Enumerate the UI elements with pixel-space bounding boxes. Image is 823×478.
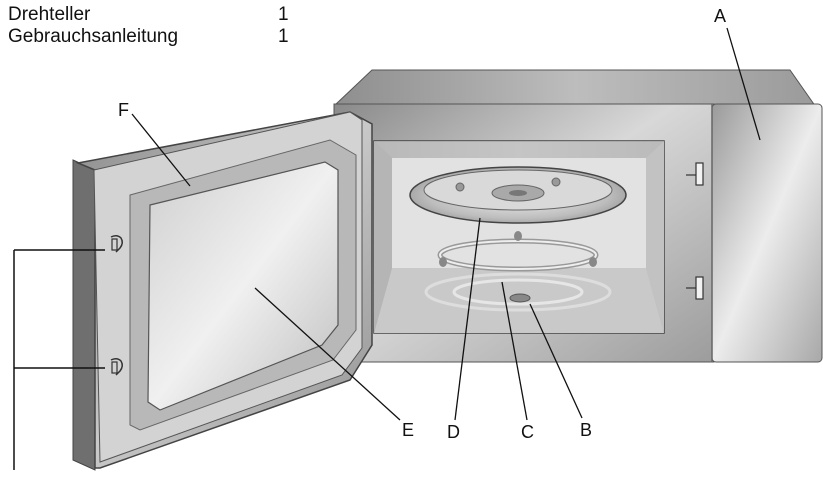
part-qty: 1 [278, 26, 289, 47]
door-window [147, 161, 339, 411]
callout-e: E [402, 420, 414, 440]
door-hook-upper [110, 234, 124, 253]
callout-a: A [714, 6, 726, 26]
parts-list-row: Gebrauchsanleitung 1 [8, 26, 308, 48]
latch-hole-upper [695, 162, 704, 186]
leader-b [529, 303, 583, 419]
leader-f [131, 113, 191, 187]
drive-coupler [509, 293, 531, 303]
callout-f: F [118, 100, 129, 120]
leader-c [501, 281, 528, 421]
parts-list-row: Drehteller 1 [8, 4, 308, 26]
leader-d [454, 217, 481, 421]
control-panel [711, 103, 823, 363]
door [72, 159, 96, 471]
part-name: Drehteller [8, 4, 91, 25]
part-qty: 1 [278, 4, 289, 25]
callout-c: C [521, 422, 534, 442]
callout-b: B [580, 420, 592, 440]
door-hook-lower [110, 357, 124, 376]
latch-hole-lower [695, 276, 704, 300]
part-name: Gebrauchsanleitung [8, 26, 179, 47]
leader-a [726, 27, 761, 141]
hook-bracket [13, 249, 105, 470]
leader-e [254, 287, 401, 421]
callout-d: D [447, 422, 460, 442]
parts-list: Drehteller 1 Gebrauchsanleitung 1 [8, 4, 308, 48]
floor-ring [424, 272, 612, 312]
